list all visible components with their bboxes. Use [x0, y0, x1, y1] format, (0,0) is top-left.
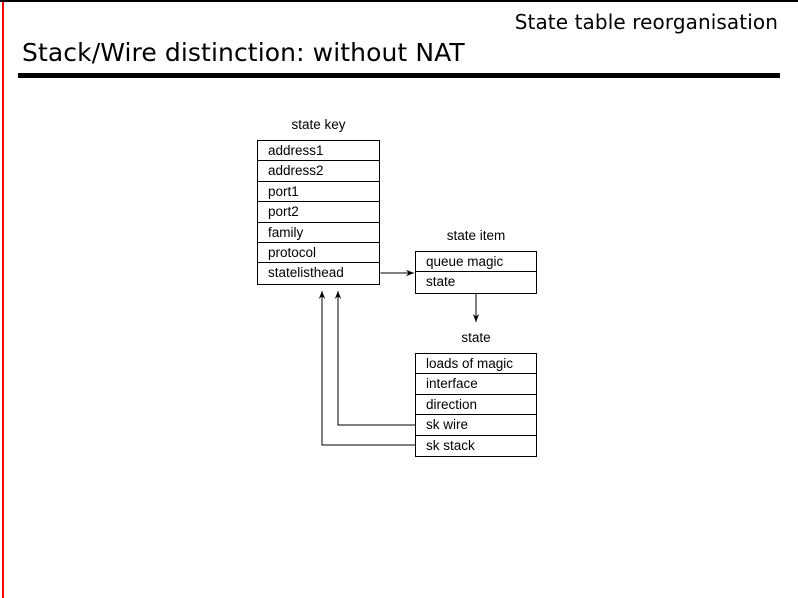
state-box: loads of magic interface direction sk wi… — [415, 353, 537, 457]
field-address1: address1 — [258, 141, 379, 162]
state-item-box: queue magic state — [415, 251, 537, 294]
connector-sk-wire-to-state-key — [334, 291, 415, 426]
field-loads-of-magic: loads of magic — [416, 354, 536, 375]
field-protocol: protocol — [258, 243, 379, 264]
state-key-label: state key — [291, 117, 346, 132]
title-underline-rule — [18, 73, 780, 78]
slide-subtitle: State table reorganisation — [514, 10, 778, 34]
field-port2: port2 — [258, 202, 379, 223]
field-state: state — [426, 274, 456, 290]
state-key-box: address1 address2 port1 port2 family pro… — [257, 140, 380, 285]
field-statelisthead: statelisthead — [268, 265, 344, 281]
field-port1: port1 — [258, 182, 379, 203]
state-label: state — [461, 330, 491, 345]
field-family: family — [258, 223, 379, 243]
field-sk-wire: sk wire — [416, 415, 536, 436]
state-item-label: state item — [446, 228, 506, 243]
field-address2: address2 — [258, 161, 379, 182]
field-interface: interface — [416, 374, 536, 395]
slide-title: Stack/Wire distinction: without NAT — [22, 38, 465, 67]
field-direction: direction — [416, 395, 536, 416]
left-red-rail — [2, 2, 4, 598]
field-queue-magic: queue magic — [416, 252, 536, 273]
field-sk-stack: sk stack — [426, 437, 475, 453]
connector-sk-stack-to-state-key — [318, 291, 415, 446]
